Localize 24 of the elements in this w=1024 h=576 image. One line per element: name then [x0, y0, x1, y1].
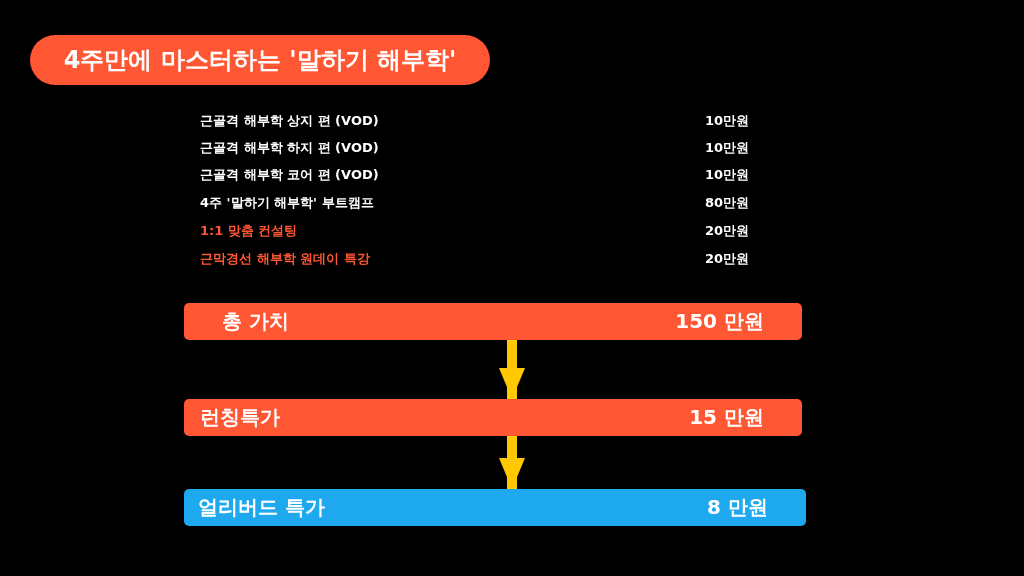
price-bar	[184, 489, 806, 526]
item-price: 80만원	[705, 194, 750, 212]
bar-price: 8 만원	[707, 494, 768, 521]
item-name: 4주 '말하기 해부학' 부트캠프	[200, 194, 374, 212]
item-name: 근골격 해부학 코어 편 (VOD)	[200, 166, 379, 184]
bar-label: 얼리버드 특가	[198, 494, 325, 521]
arrow	[499, 436, 525, 489]
item-name: 근골격 해부학 상지 편 (VOD)	[200, 112, 379, 130]
bar-label: 총 가치	[222, 308, 289, 335]
bar-label: 런칭특가	[200, 404, 280, 431]
bar-price: 15 만원	[689, 404, 764, 431]
item-name: 근막경선 해부학 원데이 특강	[200, 250, 370, 268]
price-bar	[184, 303, 802, 340]
item-price: 20만원	[705, 250, 750, 268]
item-price: 10만원	[705, 112, 750, 130]
bar-price: 150 만원	[675, 308, 764, 335]
arrow	[499, 340, 525, 399]
item-price: 10만원	[705, 139, 750, 157]
item-name: 근골격 해부학 하지 편 (VOD)	[200, 139, 379, 157]
item-name: 1:1 맞춤 컨설팅	[200, 222, 298, 240]
item-price: 20만원	[705, 222, 750, 240]
price-bar	[184, 399, 802, 436]
title-banner: 4주만에 마스터하는 '말하기 해부학'	[30, 35, 490, 85]
item-price: 10만원	[705, 166, 750, 184]
